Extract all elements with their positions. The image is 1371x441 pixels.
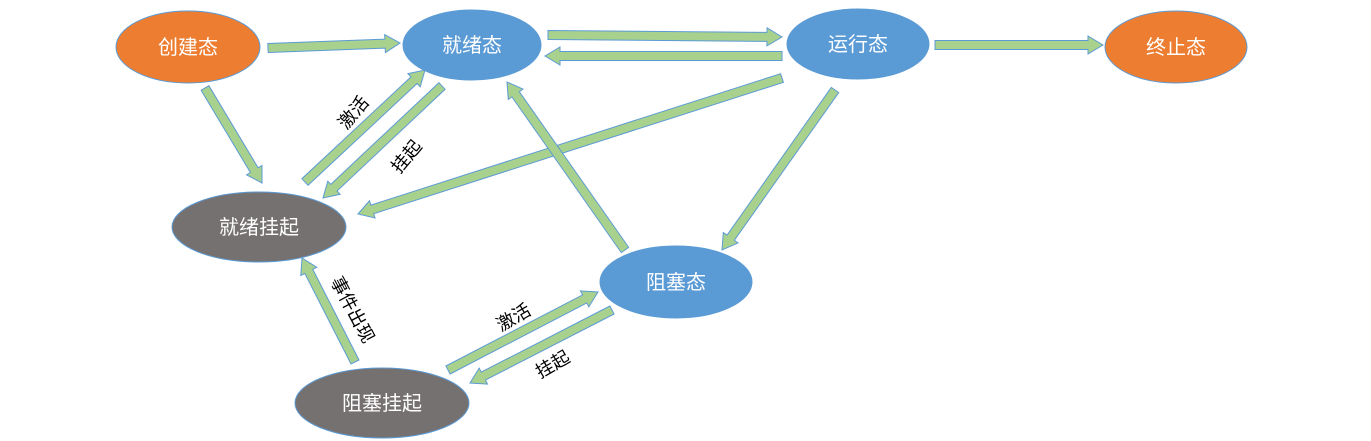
node-created-shape [115,10,261,84]
arrow-created-to-ready [267,33,401,54]
node-blocked-suspended-shape [294,367,470,439]
node-ready-shape [402,9,542,81]
arrow-ready-to-ready-suspended [322,81,446,199]
node-created: 创建态 [115,10,261,84]
arrow-blocked-suspended-to-blocked [445,290,599,375]
node-running: 运行态 [786,8,930,80]
transition-arrows [200,27,1104,385]
node-created-label: 创建态 [158,35,218,59]
arrow-created-to-ready-suspended [200,85,263,184]
arrow-blocked-to-ready [506,81,630,254]
node-ready-suspended-shape [171,191,347,263]
node-terminated-shape [1104,10,1248,84]
arrow-blocked-suspended-to-ready-suspended [300,257,360,365]
edge-label-suspend-ready: 挂起 [387,136,426,177]
arrow-ready-suspended-to-ready [301,69,426,187]
node-blocked-suspended-label: 阻塞挂起 [342,391,422,415]
arrow-running-to-ready-suspended [357,73,785,219]
node-blocked-shape [599,245,753,319]
node-blocked: 阻塞态 [599,245,753,319]
arrow-running-to-blocked [721,86,840,251]
node-ready: 就绪态 [402,9,542,81]
arrow-blocked-to-blocked-suspended [469,305,615,385]
node-running-label: 运行态 [828,32,888,56]
node-terminated-label: 终止态 [1146,35,1206,59]
node-running-shape [786,8,930,80]
arrow-running-to-ready [544,46,783,66]
node-ready-suspended-label: 就绪挂起 [219,215,299,239]
node-blocked-label: 阻塞态 [646,270,706,294]
node-ready-label: 就绪态 [442,33,502,57]
node-ready-suspended: 就绪挂起 [171,191,347,263]
node-blocked-suspended: 阻塞挂起 [294,367,470,439]
arrow-ready-to-running [547,27,783,47]
arrow-running-to-terminated [934,35,1104,55]
node-terminated: 终止态 [1104,10,1248,84]
